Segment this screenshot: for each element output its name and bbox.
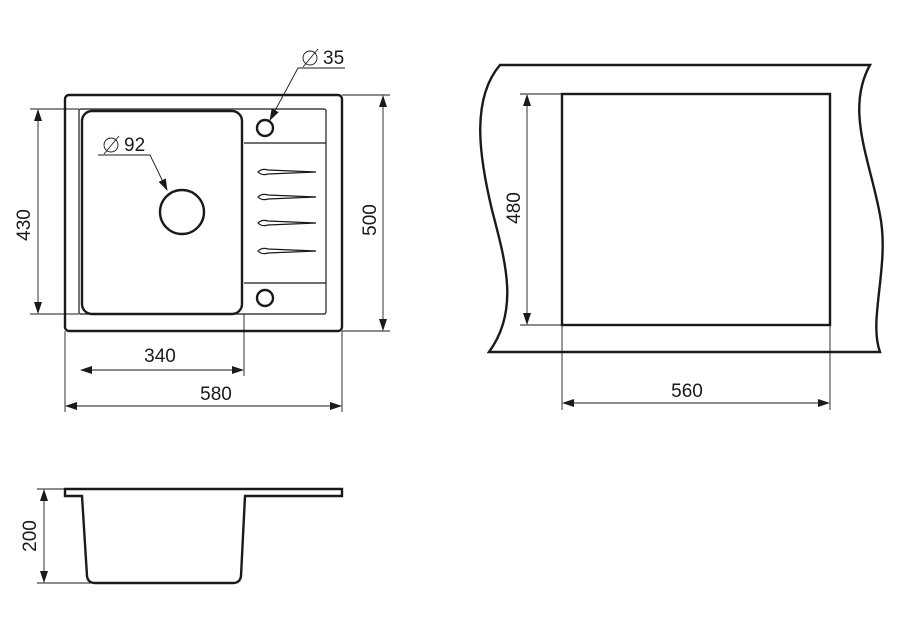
diameter-symbol-icon bbox=[302, 48, 319, 68]
cutout-height-label: 480 bbox=[504, 192, 525, 224]
cutout-rectangle bbox=[560, 92, 832, 327]
sink-bowl bbox=[80, 109, 244, 316]
drainboard-groove bbox=[257, 219, 317, 227]
drainboard-groove bbox=[257, 168, 317, 176]
countertop-cutout-view: 480 560 bbox=[479, 63, 884, 410]
faucet-hole bbox=[255, 118, 275, 138]
sink-side-profile bbox=[63, 487, 344, 585]
bowl-width-label: 340 bbox=[144, 346, 176, 367]
drain-hole-diameter-label: 92 bbox=[124, 135, 145, 156]
depth-label: 200 bbox=[20, 520, 41, 552]
total-width-label: 580 bbox=[200, 384, 232, 405]
diameter-symbol-icon bbox=[103, 135, 120, 155]
countertop-outline bbox=[479, 63, 884, 354]
drain-hole bbox=[158, 188, 206, 236]
overflow-hole bbox=[255, 288, 275, 308]
outer-height-label: 500 bbox=[360, 204, 381, 236]
leader-line-drain-hole bbox=[98, 154, 168, 191]
sink-top-view: 35 92 430 500 340 580 bbox=[14, 48, 390, 412]
drainboard-groove bbox=[257, 193, 317, 201]
faucet-hole-diameter-label: 35 bbox=[323, 48, 344, 69]
sink-outer-outline bbox=[63, 93, 344, 333]
leader-line-faucet-hole bbox=[269, 67, 345, 121]
drainboard-groove bbox=[257, 247, 317, 255]
inner-height-label: 430 bbox=[14, 209, 35, 241]
cutout-width-label: 560 bbox=[671, 381, 703, 402]
sink-side-view: 200 bbox=[20, 487, 344, 585]
